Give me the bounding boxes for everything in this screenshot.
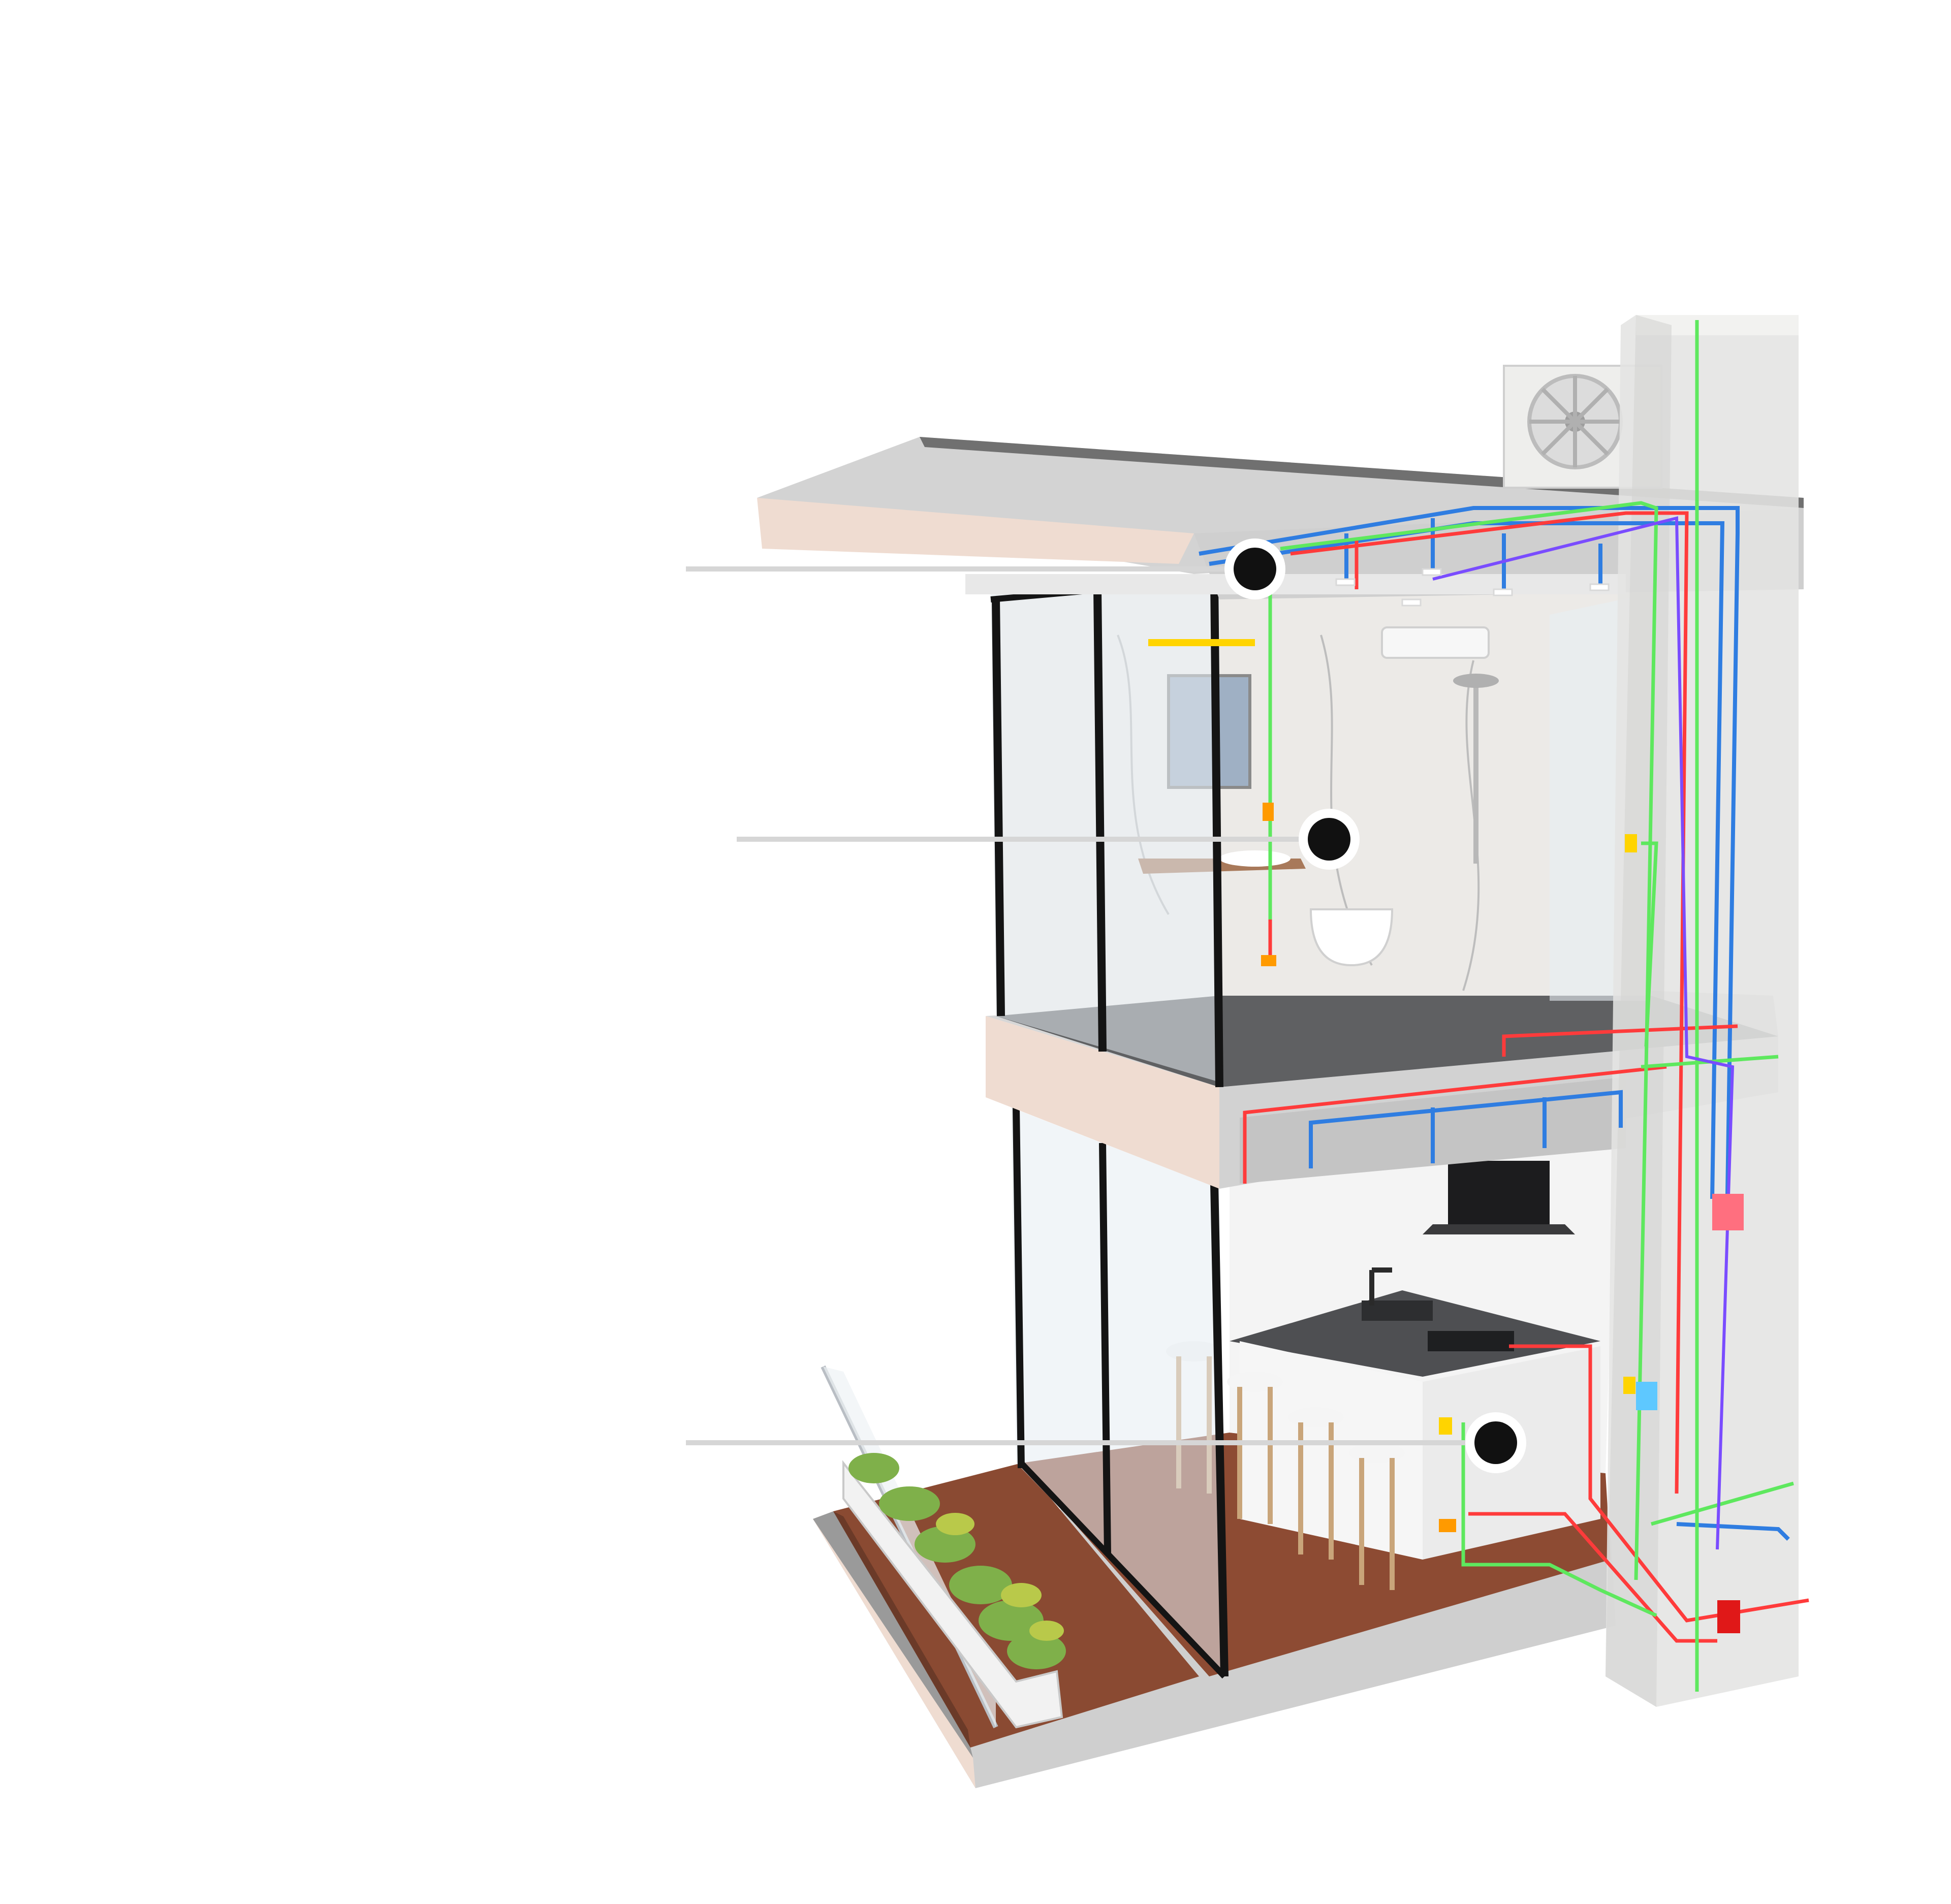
pipe-green-network — [1268, 320, 1794, 1692]
hotspot-bathroom[interactable] — [737, 809, 1360, 870]
range-hood — [1423, 1161, 1575, 1234]
hotspot-ceiling-dot — [1234, 548, 1276, 590]
hotspot-kitchen[interactable] — [686, 1412, 1526, 1473]
hotspot-kitchen-dot — [1474, 1421, 1517, 1464]
ground-floor-glazing — [1011, 1107, 1229, 1679]
hotspot-bathroom-dot — [1308, 818, 1350, 861]
first-floor-glazing — [990, 574, 1223, 1088]
hotspot-ceiling[interactable] — [686, 538, 1285, 599]
service-devices — [1148, 568, 1744, 1633]
planter-box — [842, 1453, 1066, 1729]
